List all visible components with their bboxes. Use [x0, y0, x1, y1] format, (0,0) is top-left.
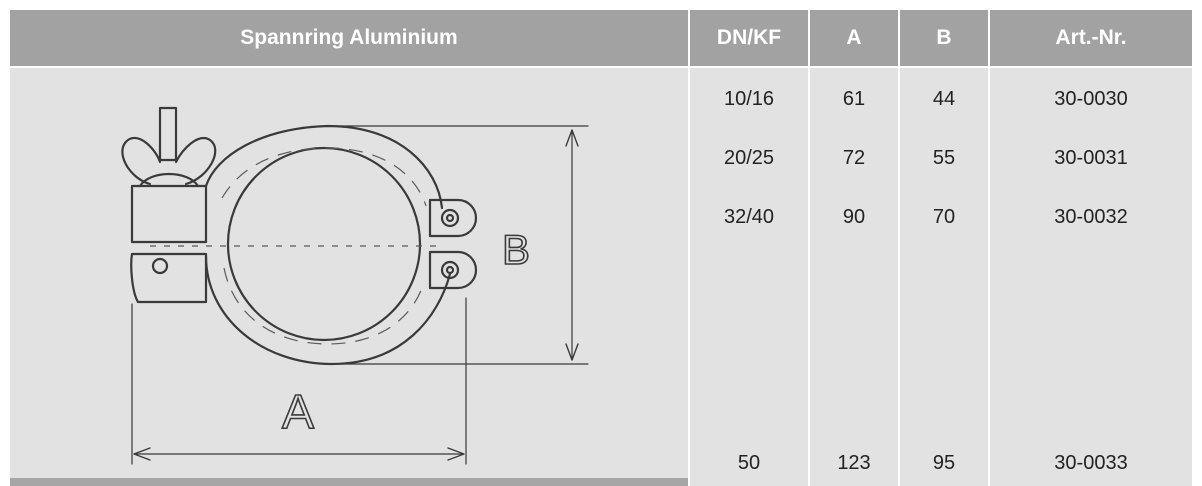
table-cell: 70 — [932, 206, 956, 228]
clamp-bolt — [130, 184, 208, 244]
clamp-bore — [226, 146, 422, 342]
table-cell: 44 — [932, 88, 956, 110]
column-header-a: A — [810, 10, 898, 66]
table-cell: 55 — [932, 147, 956, 169]
table-cell: 123 — [837, 452, 871, 474]
dimension-label-b: B — [502, 226, 530, 273]
table-cell: 50 — [737, 452, 761, 474]
table-cell: 61 — [842, 88, 866, 110]
table-cell: 30-0031 — [1054, 147, 1128, 169]
column-b: 44 55 70 95 — [900, 68, 988, 486]
table-cell: 30-0030 — [1054, 88, 1128, 110]
table-cell: 30-0032 — [1054, 206, 1128, 228]
dimension-label-a: A — [282, 386, 314, 439]
column-header-dn-kf: DN/KF — [690, 10, 808, 66]
clamp-lower-half — [204, 254, 452, 366]
column-a: 61 72 90 123 — [810, 68, 898, 486]
hinge-lug-lower — [428, 250, 478, 290]
table-title: Spannring Aluminium — [10, 10, 688, 66]
hinge-lug-upper — [428, 198, 478, 238]
table-cell: 72 — [842, 147, 866, 169]
table-cell: 30-0033 — [1054, 452, 1128, 474]
column-dn-kf: 10/16 20/25 32/40 50 — [690, 68, 808, 486]
table-cell: 20/25 — [723, 147, 775, 169]
column-header-art-nr: Art.-Nr. — [990, 10, 1192, 66]
column-art-nr: 30-0030 30-0031 30-0032 30-0033 — [990, 68, 1192, 486]
wing-nut — [158, 106, 178, 162]
table-cell: 10/16 — [723, 88, 775, 110]
column-header-b: B — [900, 10, 988, 66]
table-cell: 95 — [932, 452, 956, 474]
table-cell: 32/40 — [723, 206, 775, 228]
clamp-drawing: A B — [10, 68, 688, 478]
clamp-drawing-svg: A B — [121, 106, 589, 465]
table-cell: 90 — [842, 206, 866, 228]
table-bottom-bar — [10, 478, 688, 486]
